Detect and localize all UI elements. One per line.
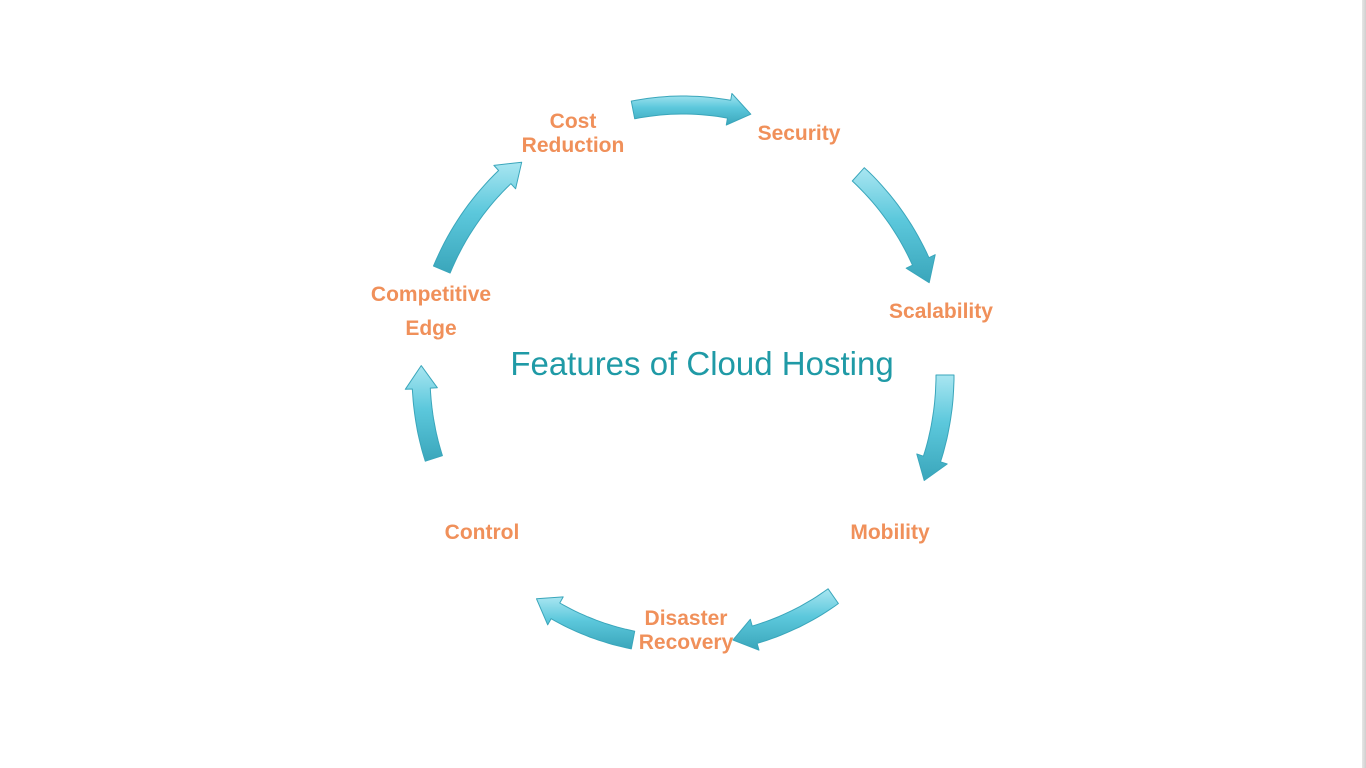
curved-arrow-icon bbox=[916, 374, 955, 481]
label-line: Control bbox=[444, 521, 520, 544]
cycle-label-competitive-edge: Competitive Edge bbox=[371, 278, 491, 346]
curved-arrow-icon bbox=[404, 365, 443, 462]
cycle-label-mobility: Mobility bbox=[850, 521, 929, 545]
diagram-title: Features of Cloud Hosting bbox=[510, 345, 894, 382]
label-line: Cost bbox=[549, 110, 597, 133]
label-line: Scalability bbox=[889, 300, 993, 323]
cycle-label-security: Security bbox=[758, 122, 841, 146]
curved-arrow-icon bbox=[732, 588, 839, 651]
label-line: Disaster bbox=[644, 607, 728, 630]
label-line: Edge bbox=[405, 317, 457, 340]
label-line: Competitive bbox=[370, 283, 492, 306]
curved-arrow-icon bbox=[433, 161, 523, 274]
cycle-label-scalability: Scalability bbox=[889, 300, 993, 324]
curved-arrow-icon bbox=[630, 93, 752, 126]
cycle-label-cost-reduction: Cost Reduction bbox=[522, 110, 625, 158]
label-line: Reduction bbox=[521, 134, 625, 157]
cycle-label-disaster-recovery: Disaster Recovery bbox=[639, 607, 734, 655]
label-line: Mobility bbox=[850, 521, 930, 544]
slide-edge-shadow bbox=[1362, 0, 1366, 768]
curved-arrow-icon bbox=[851, 167, 936, 284]
cycle-label-control: Control bbox=[445, 521, 520, 545]
label-line: Recovery bbox=[638, 631, 734, 654]
curved-arrow-icon bbox=[536, 596, 636, 650]
label-line: Security bbox=[757, 122, 841, 145]
